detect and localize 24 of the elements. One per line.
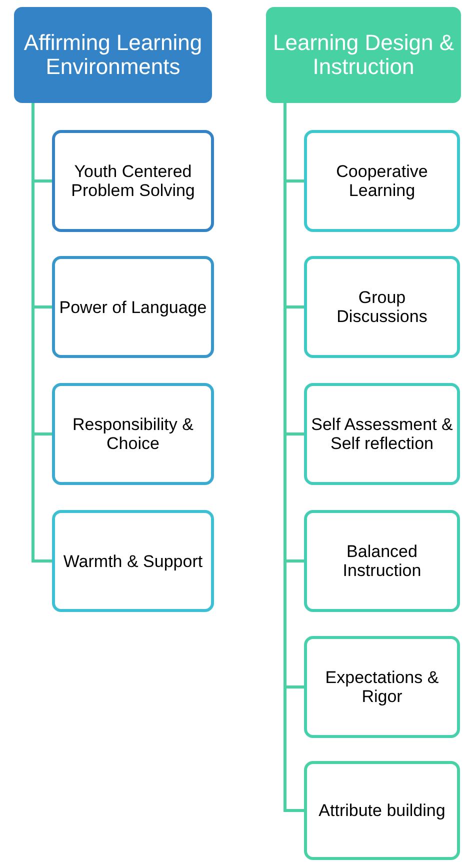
topic-label: Balanced Instruction (342, 542, 422, 580)
topic-box (304, 510, 460, 612)
topic-box (304, 761, 460, 860)
topic-box (304, 636, 460, 738)
topic-label: Group Discussions (336, 288, 428, 326)
topic-label: Youth Centered Problem Solving (70, 162, 196, 200)
topic-label: Warmth & Support (63, 552, 203, 570)
topic-label: Expectations & Rigor (324, 668, 440, 706)
topic-label: Self Assessment & Self reflection (311, 415, 453, 453)
topic-label: Attribute building (318, 801, 446, 820)
topic-box (52, 130, 214, 232)
topic-label: Power of Language (59, 298, 207, 316)
topic-box (52, 383, 214, 485)
category-box (266, 7, 461, 103)
topic-label: Responsibility & Choice (72, 415, 194, 453)
topic-label: Cooperative Learning (335, 162, 429, 200)
category-title: Learning Design & Instruction (272, 31, 455, 79)
topic-box (52, 256, 214, 358)
topic-box (304, 256, 460, 358)
topic-box (304, 383, 460, 485)
topic-box (52, 510, 214, 612)
category-title: Affirming Learning Environments (22, 31, 204, 79)
category-box (14, 7, 212, 103)
topic-box (304, 130, 460, 232)
